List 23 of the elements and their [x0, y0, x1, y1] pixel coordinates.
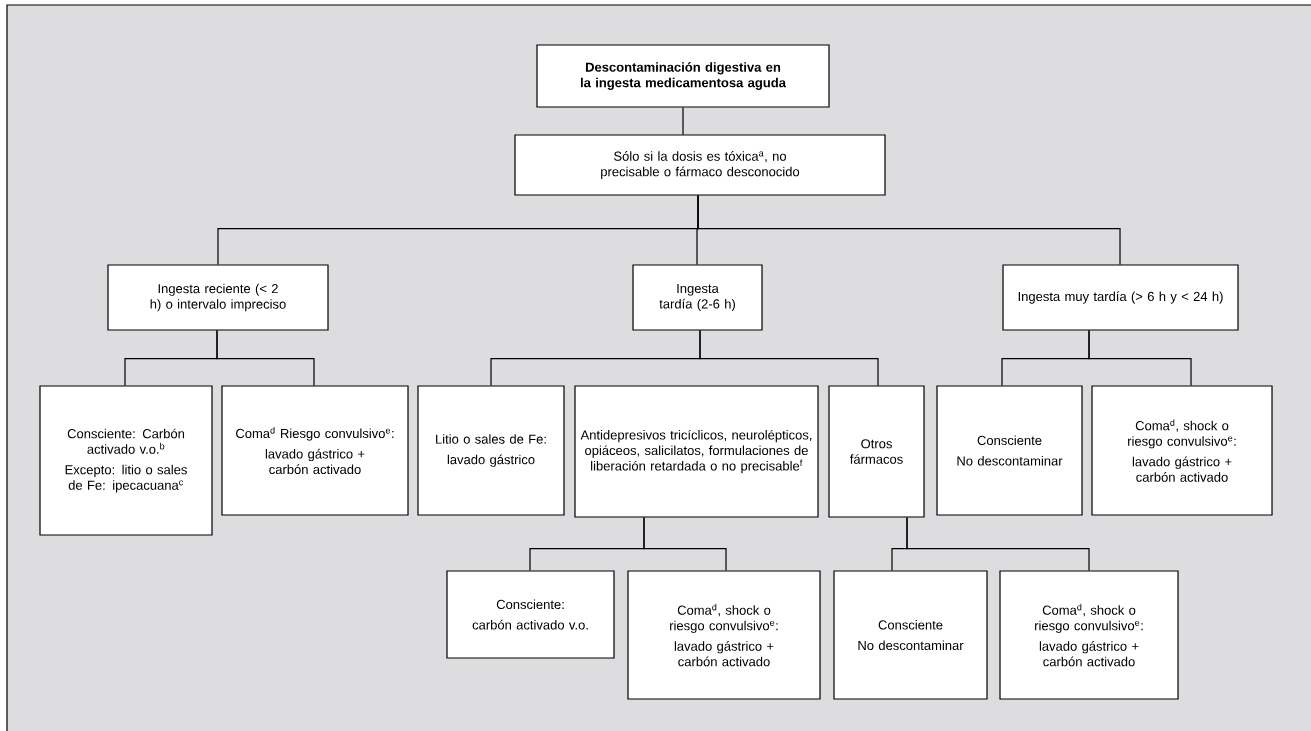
title-box: Descontaminación digestiva en la ingesta medicamentosa aguda [536, 44, 830, 108]
process-box: Coma$^{d}$ Riesgo convulsivo$^{e}$: lavado gástrico + carbón activado [221, 385, 409, 516]
process-box: Ingesta muy tardía (> 6 h y < 24 h) [1002, 264, 1239, 331]
process-box: Coma$^{d}$, shock o riesgo convulsivo$^{e}$: lavado gástrico + carbón activado [999, 570, 1179, 700]
process-box: Otros fármacos [828, 385, 925, 518]
process-box: Antidepresivos tricíclicos, neurolépticos, opiáceos, salicilatos, formulaciones de liberación retardada o no precisable$^{f}$ [574, 385, 819, 518]
connector-line [697, 195, 1121, 265]
process-box: Coma$^{d}$, shock o riesgo convulsivo$^{e}$: lavado gástrico + carbón activado [1091, 385, 1273, 516]
connector-line [216, 330, 315, 386]
connector-line [1088, 330, 1192, 386]
process-box: Coma$^{d}$, shock o riesgo convulsivo$^{e}$: lavado gástrico + carbón activado [627, 570, 821, 700]
process-box: Ingesta tardía (2-6 h) [632, 264, 763, 331]
connector-line [906, 517, 1090, 571]
process-box: Ingesta reciente (< 2 h) o intervalo impreciso [107, 264, 329, 331]
connector-line [699, 330, 879, 386]
process-box: Consciente No descontaminar [833, 570, 988, 700]
process-box: Litio o sales de Fe: lavado gástrico [417, 385, 565, 516]
process-box: Consciente No descontaminar [936, 385, 1083, 516]
process-box: Sólo si la dosis es tóxica$^{a}$, no precisable o fármaco desconocido [514, 134, 886, 196]
connector-line [682, 107, 684, 135]
process-box: Consciente: Carbón activado v.o.$^{b}$ Excepto: litio o sales de Fe: ipecacuana$^{c}$ [39, 385, 213, 536]
connector-line [643, 517, 727, 571]
process-box: Consciente: carbón activado v.o. [446, 570, 615, 659]
